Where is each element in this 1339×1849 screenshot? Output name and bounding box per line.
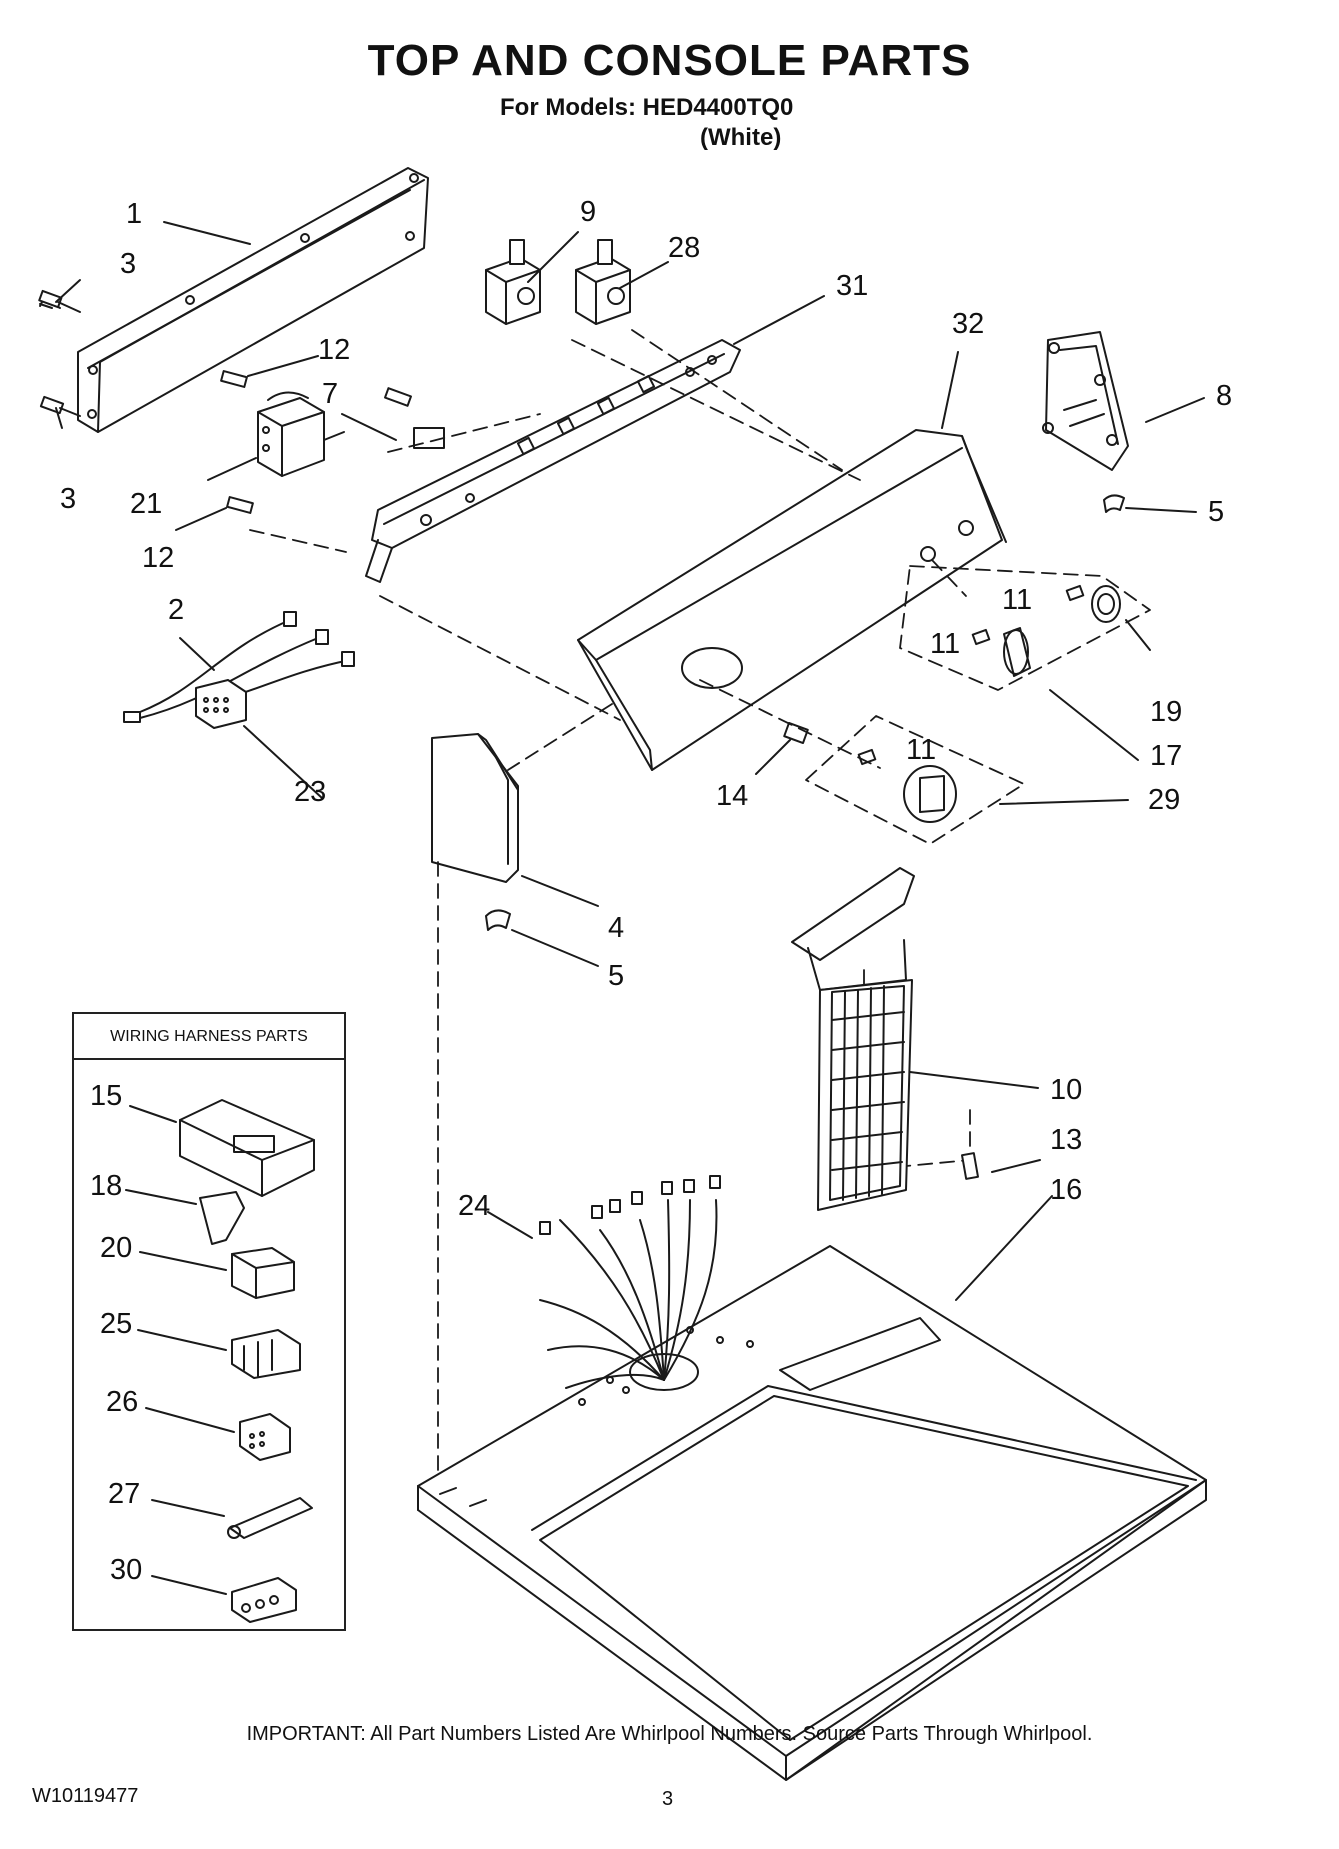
- callout-12: 12: [142, 542, 175, 574]
- callout-2: 2: [168, 594, 185, 626]
- callout-10: 10: [1050, 1074, 1083, 1106]
- inset-part-20: [231, 1247, 295, 1299]
- callout-17: 17: [1150, 740, 1183, 772]
- part-23-connector: [195, 679, 247, 729]
- callout-7: 7: [322, 378, 339, 410]
- callout-27: 27: [108, 1478, 141, 1510]
- callout-30: 30: [110, 1554, 143, 1586]
- part-31-console-bracket: [365, 339, 741, 583]
- callout-14: 14: [716, 780, 749, 812]
- inset-part-26: [239, 1413, 291, 1461]
- inset-part-15: [179, 1099, 315, 1197]
- document-number: W10119477: [32, 1785, 139, 1807]
- part-9-valve: [485, 239, 541, 325]
- inset-part-30: [231, 1577, 297, 1623]
- models-line: For Models: HED4400TQ0: [500, 94, 794, 121]
- callout-29: 29: [1148, 784, 1181, 816]
- footer-note: IMPORTANT: All Part Numbers Listed Are W…: [246, 1723, 1093, 1745]
- assembly-guide-lines: [249, 329, 1151, 1501]
- leader-lines: [55, 221, 1205, 1301]
- callout-26: 26: [106, 1386, 139, 1418]
- callout-4: 4: [608, 912, 625, 944]
- part-14-bushing: [783, 722, 809, 744]
- callout-13: 13: [1050, 1124, 1083, 1156]
- callout-11: 11: [1002, 584, 1033, 616]
- callout-18: 18: [90, 1170, 123, 1202]
- callout-8: 8: [1216, 380, 1233, 412]
- part-16-top-panel: [417, 1245, 1207, 1781]
- page-number: 3: [662, 1788, 674, 1810]
- part-1-rear-bracket: [77, 167, 429, 433]
- callout-12: 12: [318, 334, 351, 366]
- callout-31: 31: [836, 270, 869, 302]
- part-32-console: [577, 429, 1007, 771]
- part-5-clips: [485, 494, 1125, 931]
- inset-part-25: [231, 1329, 301, 1379]
- part-12-screws: [220, 370, 412, 514]
- callout-3: 3: [120, 248, 137, 280]
- part-19-knob: [1091, 585, 1121, 623]
- callout-19: 19: [1150, 696, 1183, 728]
- callout-20: 20: [100, 1232, 133, 1264]
- callout-28: 28: [668, 232, 701, 264]
- callout-1: 1: [126, 198, 143, 230]
- part-13-screw: [961, 1152, 979, 1180]
- callout-25: 25: [100, 1308, 133, 1340]
- part-21-switch: [257, 391, 345, 477]
- callout-5: 5: [1208, 496, 1225, 528]
- callout-11: 11: [906, 734, 937, 766]
- inset-leader-lines: [125, 1105, 235, 1595]
- callout-11: 11: [930, 628, 961, 660]
- color-variant: (White): [700, 124, 782, 151]
- part-8-endcap: [1042, 331, 1129, 471]
- wiring-harness-inset: WIRING HARNESS PARTS: [72, 1012, 346, 1631]
- callout-3: 3: [60, 483, 77, 515]
- inset-part-27: [227, 1497, 313, 1539]
- part-28-valve: [575, 239, 631, 325]
- callout-32: 32: [952, 308, 985, 340]
- callout-15: 15: [90, 1080, 123, 1112]
- inset-part-18: [199, 1191, 245, 1245]
- part-29-knob: [903, 765, 957, 823]
- part-4-endcap: [431, 733, 519, 883]
- part-24-harness: [539, 1175, 721, 1389]
- callout-21: 21: [130, 488, 163, 520]
- callout-23: 23: [294, 776, 327, 808]
- callout-16: 16: [1050, 1174, 1083, 1206]
- page-title: TOP AND CONSOLE PARTS: [367, 36, 972, 85]
- callout-24: 24: [458, 1190, 491, 1222]
- part-2-harness: [123, 611, 355, 723]
- part-3-screws: [38, 289, 81, 417]
- callout-9: 9: [580, 196, 597, 228]
- callout-5: 5: [608, 960, 625, 992]
- part-17-knob: [1003, 627, 1031, 677]
- part-10-lint-screen: [791, 867, 915, 1211]
- inset-title: WIRING HARNESS PARTS: [74, 1014, 344, 1060]
